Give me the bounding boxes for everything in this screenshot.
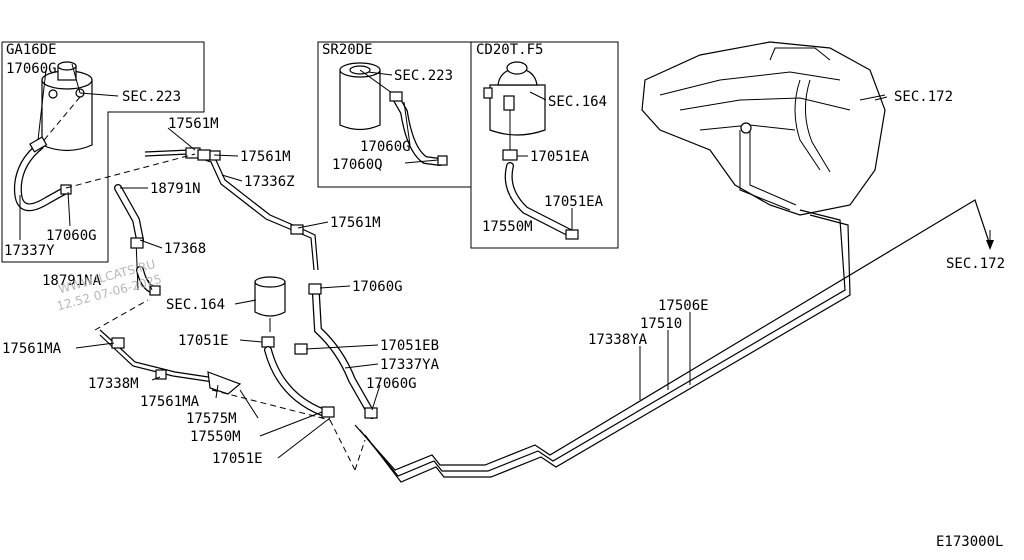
label-17561m: 17561M	[240, 149, 291, 165]
label-sec-172: SEC.172	[894, 89, 953, 105]
label-17561ma: 17561MA	[140, 394, 200, 410]
label-18791n: 18791N	[150, 181, 201, 197]
main-fuel-pipes	[354, 199, 994, 483]
leader-lines	[19, 69, 888, 459]
label-17561ma: 17561MA	[2, 341, 62, 357]
label-17338ya: 17338YA	[588, 332, 648, 348]
label-17060q: 17060Q	[332, 157, 383, 173]
label-17060g: 17060G	[360, 139, 411, 155]
hose-17337y	[13, 136, 72, 212]
label-17051ea: 17051EA	[544, 194, 604, 210]
label-17336z: 17336Z	[244, 174, 295, 190]
canister-ga16de	[39, 61, 93, 152]
label-17051eb: 17051EB	[380, 338, 439, 354]
label-17368: 17368	[164, 241, 206, 257]
inset-cd20t	[470, 41, 619, 249]
label-17060g: 17060G	[46, 228, 97, 244]
label-sec-172: SEC.172	[946, 256, 1005, 272]
label-17060g: 17060G	[366, 376, 417, 392]
label-17561m: 17561M	[330, 215, 381, 231]
label-17510: 17510	[640, 316, 682, 332]
label-17337ya: 17337YA	[380, 357, 440, 373]
label-17337y: 17337Y	[4, 243, 55, 259]
label-sec-223: SEC.223	[122, 89, 181, 105]
fuel-filter-cd20t	[483, 61, 579, 240]
label-17051e: 17051E	[212, 451, 263, 467]
label-sec-164: SEC.164	[548, 94, 607, 110]
inset-title-ga16de: GA16DE	[6, 42, 57, 58]
label-17550m: 17550M	[482, 219, 533, 235]
watermark: WWW.ILCATS.RU 12.52 07-06-2025	[55, 257, 163, 313]
canister-sr20de	[339, 62, 448, 166]
label-17338m: 17338M	[88, 376, 139, 392]
label-17506e: 17506E	[658, 298, 709, 314]
inset-title-sr20de: SR20DE	[322, 42, 373, 58]
label-17575m: 17575M	[186, 411, 237, 427]
label-17060g: 17060G	[6, 61, 57, 77]
inset-title-cd20t: CD20T.F5	[476, 42, 543, 58]
label-17051e: 17051E	[178, 333, 229, 349]
label-17060g: 17060G	[352, 279, 403, 295]
label-18791na: 18791NA	[42, 273, 102, 289]
left-hoses	[65, 147, 378, 471]
label-sec-223: SEC.223	[394, 68, 453, 84]
label-17550m: 17550M	[190, 429, 241, 445]
label-17561m: 17561M	[168, 116, 219, 132]
label-17051ea: 17051EA	[530, 149, 590, 165]
diagram-code: E173000L	[936, 534, 1003, 550]
inset-ga16de	[1, 41, 205, 263]
fuel-tank	[641, 41, 886, 216]
label-sec-164: SEC.164	[166, 297, 225, 313]
